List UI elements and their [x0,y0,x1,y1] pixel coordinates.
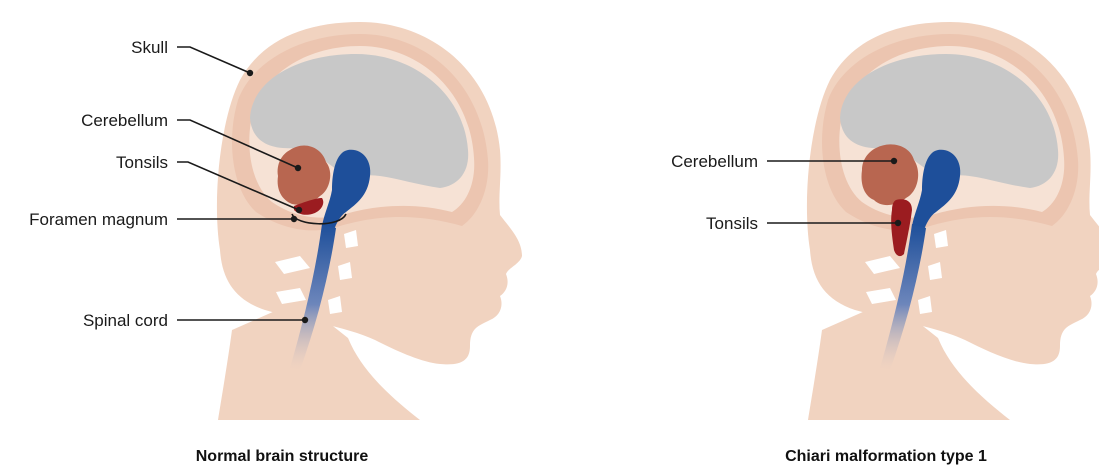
panel-normal: Skull Cerebellum Tonsils Foramen magnum … [29,22,522,465]
caption-chiari: Chiari malformation type 1 [785,448,987,465]
label-foramen-magnum: Foramen magnum [29,210,168,229]
caption-normal: Normal brain structure [196,448,369,465]
label-skull: Skull [131,38,168,57]
head-illustration-chiari [807,22,1099,420]
label-spinal-cord: Spinal cord [83,311,168,330]
panel-chiari: Cerebellum Tonsils Chiari malformation t… [671,22,1099,465]
head-illustration-normal [217,22,522,420]
leader-skull [177,47,253,76]
label-cerebellum: Cerebellum [81,111,168,130]
label-tonsils-chiari: Tonsils [706,214,758,233]
label-tonsils: Tonsils [116,153,168,172]
label-cerebellum-chiari: Cerebellum [671,152,758,171]
